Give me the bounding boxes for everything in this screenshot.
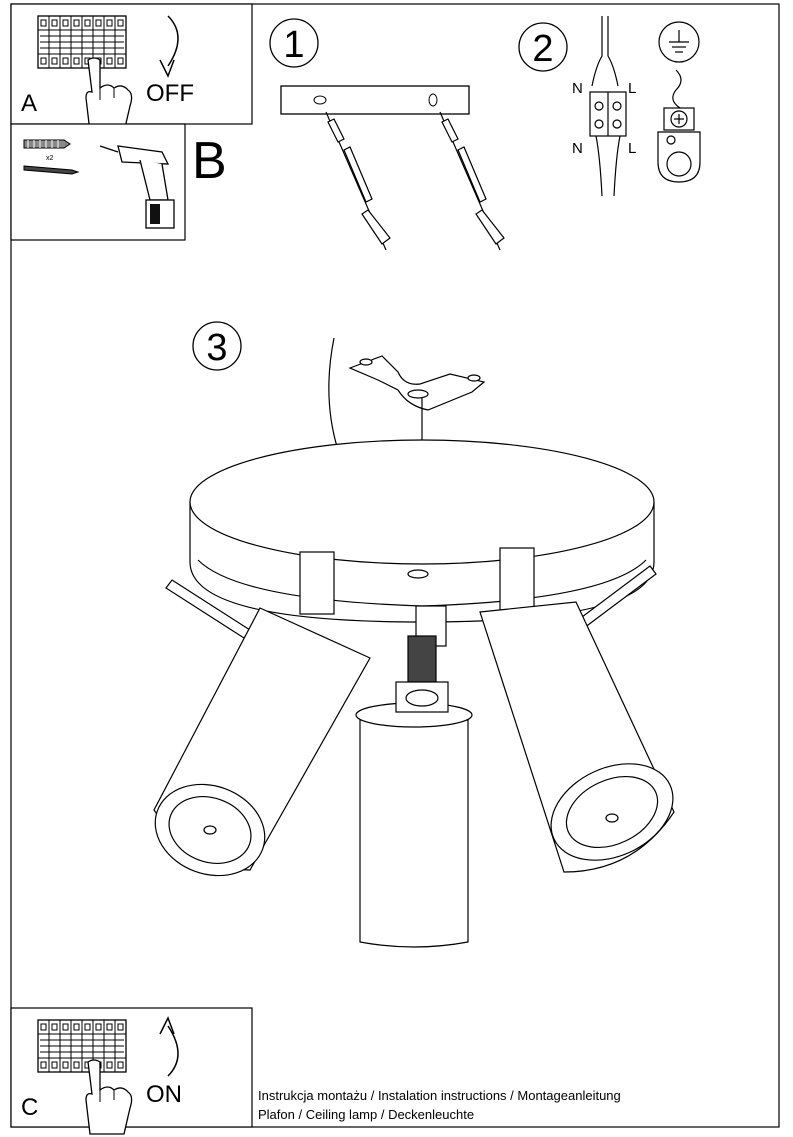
step-3-number: 3 [206,327,227,369]
ground-terminal-icon [657,107,701,183]
panel-c-action: ON [146,1081,182,1108]
panel-a-letter: A [21,90,37,117]
mounting-bracket-icon [280,85,470,115]
arrow-up-icon [167,1025,179,1077]
ground-symbol-icon [658,21,700,63]
drill-icon [99,145,175,229]
footer-subtitle-line: Plafon / Ceiling lamp / Deckenleuchte [258,1107,475,1122]
step-3-badge [192,321,242,371]
ceiling-lamp-illustration [153,337,675,948]
ground-wire [672,69,682,109]
step-2-badge [518,22,568,72]
panel-b-letter: B [192,132,227,190]
step-1-badge [269,18,319,68]
wiring-n-top: N [572,80,583,97]
wiring-l-bottom: L [628,140,636,157]
breaker-panel-icon [37,15,127,69]
wiring-l-top: L [628,80,636,97]
breaker-panel-icon [37,1019,127,1073]
wall-plug-icon [23,139,71,149]
footer-title-line: Instrukcja montażu / Instalation instruc… [258,1088,621,1103]
panel-a-action: OFF [146,80,194,107]
panel-c-letter: C [21,1094,38,1121]
screw-icon [23,165,80,175]
step-1-number: 1 [283,24,304,66]
screw-and-plug-icon [325,111,505,251]
terminal-block-icon [589,16,627,197]
step-2-number: 2 [532,28,553,70]
arrow-down-icon [167,15,179,67]
sheet-border [10,3,780,1128]
panel-b-quantity: x2 [46,155,54,162]
wiring-n-bottom: N [572,140,583,157]
